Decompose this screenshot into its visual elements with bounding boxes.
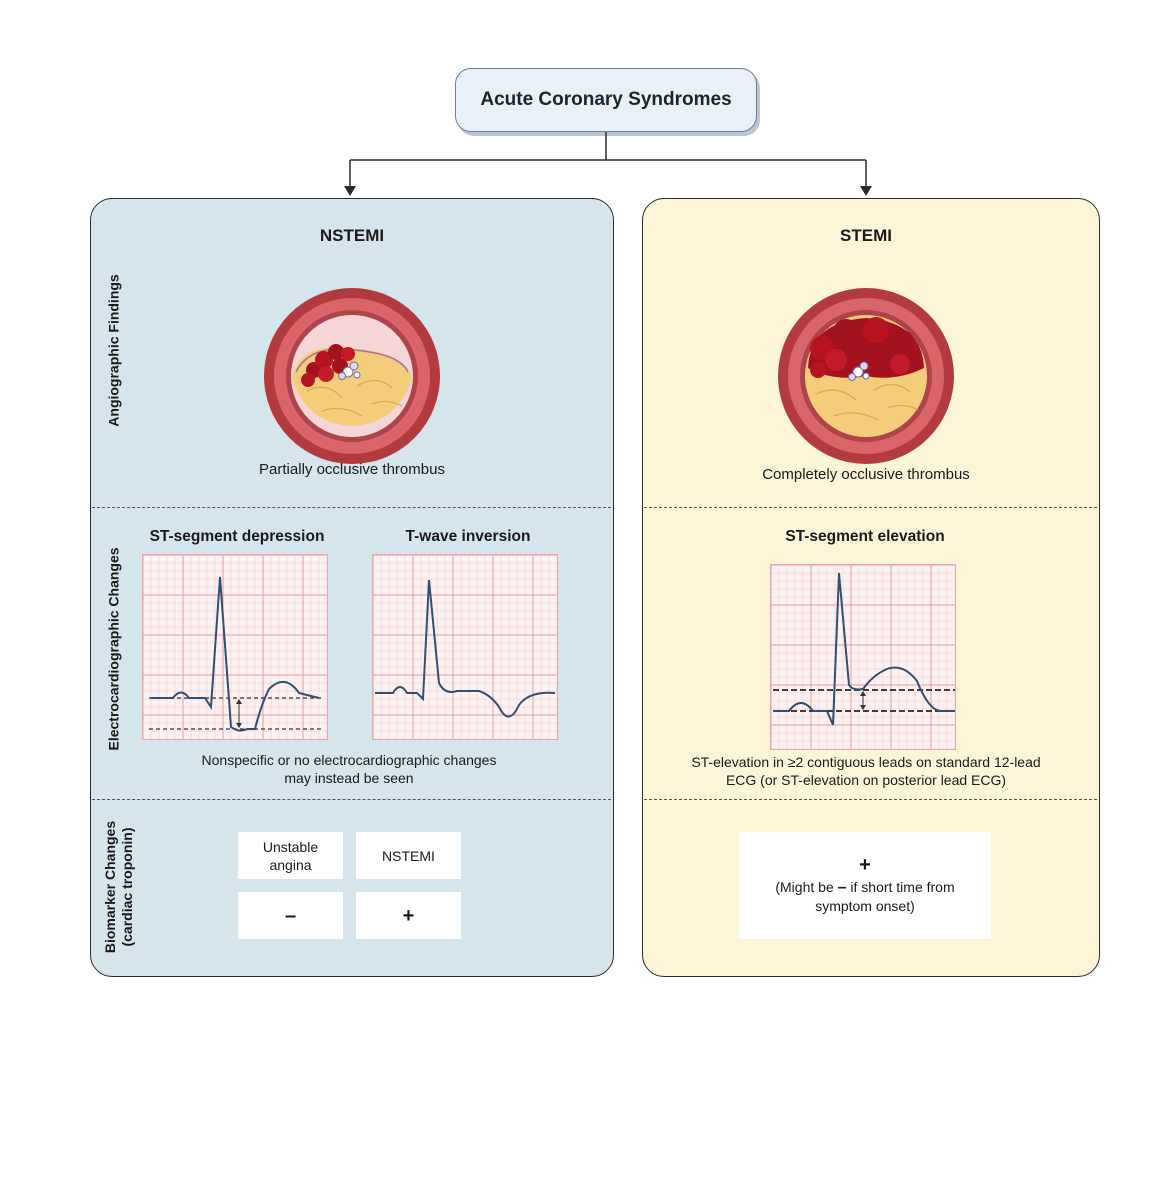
ecg-t-wave-inversion [372,554,558,740]
stemi-vessel-illustration [778,288,954,464]
ecg-title-st-depression: ST-segment depression [149,528,325,545]
thrombus-clot [808,317,924,378]
stemi-ecg-note: ST-elevation in ≥2 contiguous leads on s… [660,753,1072,789]
biomarker-stemi-note-line2: symptom onset) [815,898,915,914]
biomarker-header-nstemi: NSTEMI [356,832,461,879]
row-divider-stemi-1 [644,507,1097,508]
nstemi-ecg-note: Nonspecific or no electrocardiographic c… [162,751,536,787]
nstemi-angio-caption: Partially occlusive thrombus [259,461,445,478]
fibrous-cap [295,348,409,373]
ecg-trace [773,572,955,726]
stemi-angio-caption: Completely occlusive thrombus [762,466,970,483]
negative-sign: – [837,879,847,896]
nstemi-vessel-illustration [264,288,440,464]
biomarker-value-nstemi: + [356,892,461,939]
stemi-ecg-note-line2: ECG (or ST-elevation on posterior lead E… [725,772,1007,788]
biomarker-header-unstable-angina-line2: angina [269,856,312,873]
root-node: Acute Coronary Syndromes [455,68,757,132]
platelet-aggregate [848,361,870,381]
stemi-ecg-note-line1: ST-elevation in ≥2 contiguous leads on s… [691,754,1041,770]
root-title: Acute Coronary Syndromes [480,89,732,110]
ecg-title-t-wave-inversion: T-wave inversion [405,528,531,545]
positive-sign: + [402,904,415,927]
biomarker-header-unstable-angina: Unstable angina [238,832,343,879]
row-divider-stemi-2 [644,799,1097,800]
thrombus-clot [301,344,355,387]
ecg-trace [375,579,556,718]
ecg-trace [151,576,320,732]
nstemi-ecg-note-line2: may instead be seen [284,770,414,786]
positive-sign: + [859,854,871,876]
ecg-grid [143,555,327,739]
ecg-st-depression [142,554,328,740]
biomarker-stemi-note-line1: (Might be – if short time from [775,878,954,897]
ecg-grid [771,565,955,749]
stemi-title: STEMI [840,226,892,245]
nstemi-title: NSTEMI [319,226,385,245]
row-label-biomarker-line2: (cardiac troponin) [119,827,135,947]
ecg-title-st-elevation: ST-segment elevation [785,528,945,545]
biomarker-header-nstemi-label: NSTEMI [382,847,435,864]
row-label-biomarker: Biomarker Changes (cardiac troponin) [102,812,136,962]
platelet-aggregate [338,361,361,380]
row-label-biomarker-line1: Biomarker Changes [102,820,118,954]
nstemi-ecg-note-line1: Nonspecific or no electrocardiographic c… [201,752,497,768]
biomarker-header-unstable-angina-line1: Unstable [262,838,319,855]
biomarker-value-unstable-angina: – [238,892,343,939]
ecg-grid [373,555,557,739]
row-divider-nstemi-1 [92,507,611,508]
negative-sign: – [284,904,297,927]
ecg-st-elevation [770,564,956,750]
row-label-angiographic: Angiographic Findings [105,274,122,427]
biomarker-note-suffix: if short time from [846,879,955,895]
row-label-ecg: Electrocardiographic Changes [105,547,122,751]
row-divider-nstemi-2 [92,799,611,800]
biomarker-stemi: + (Might be – if short time from symptom… [739,832,991,939]
biomarker-note-prefix: (Might be [775,879,838,895]
